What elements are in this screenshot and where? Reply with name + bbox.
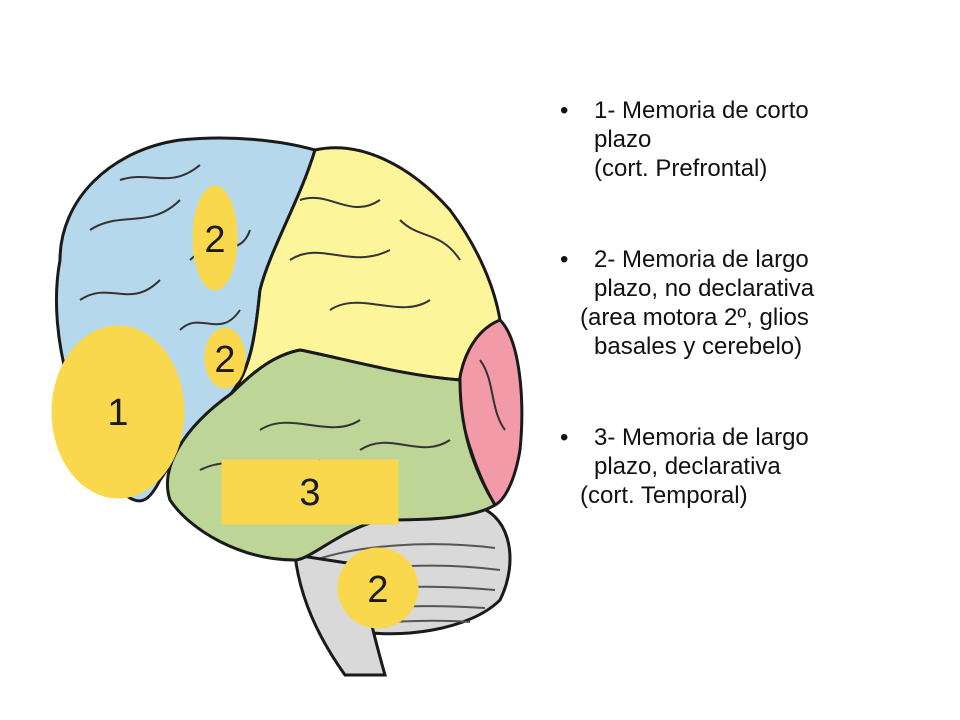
marker-2-top-label: 2: [204, 219, 225, 261]
legend-line: plazo: [594, 126, 652, 153]
legend-line: plazo, declarativa: [594, 453, 781, 480]
legend: • 1- Memoria de corto plazo (cort. Prefr…: [560, 96, 940, 572]
bullet: •: [560, 97, 569, 124]
legend-line: 1- Memoria de corto: [594, 97, 809, 124]
bullet: •: [560, 246, 569, 273]
marker-2-mid-label: 2: [214, 339, 235, 381]
legend-note: (area motora 2º, glios: [580, 304, 809, 331]
bullet: •: [560, 424, 569, 451]
marker-2-bottom: [337, 547, 419, 629]
legend-item-declarative-memory: • 3- Memoria de largo plazo, declarativa…: [560, 423, 940, 510]
legend-note: basales y cerebelo): [594, 333, 803, 360]
legend-line: (cort. Prefrontal): [594, 155, 768, 182]
legend-item-short-term-memory: • 1- Memoria de corto plazo (cort. Prefr…: [560, 96, 940, 183]
legend-line: 2- Memoria de largo: [594, 246, 809, 273]
marker-2-bottom-label: 2: [367, 569, 388, 611]
legend-line: plazo, no declarativa: [594, 275, 815, 302]
marker-3-label: 3: [299, 472, 320, 514]
marker-3: [221, 459, 399, 525]
marker-1: [51, 325, 185, 499]
marker-2-top: [192, 185, 238, 291]
marker-2-mid: [204, 327, 246, 389]
legend-item-nondeclarative-memory: • 2- Memoria de largo plazo, no declarat…: [560, 245, 940, 361]
legend-line: 3- Memoria de largo: [594, 424, 809, 451]
marker-1-label: 1: [107, 392, 128, 434]
legend-note: (cort. Temporal): [580, 482, 748, 509]
